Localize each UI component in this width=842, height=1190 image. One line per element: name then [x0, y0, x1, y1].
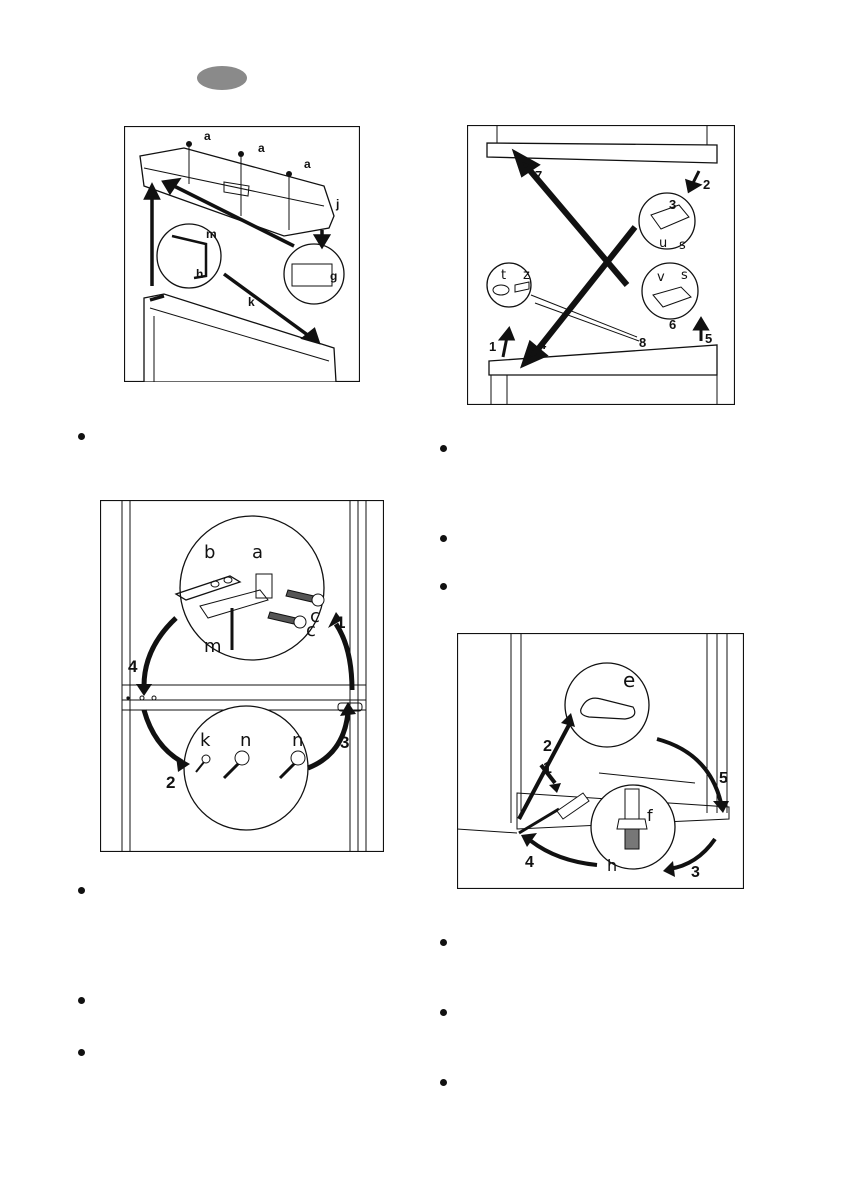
- label-s: s: [679, 238, 686, 253]
- figure-3-drawing: b a c c m k n n 4 2 3 1: [100, 500, 384, 852]
- label-2: 2: [166, 773, 175, 792]
- label-h: h: [607, 856, 617, 875]
- label-a: a: [204, 129, 211, 143]
- figure-middle-hinge: b a c c m k n n 4 2 3 1: [100, 500, 384, 852]
- label-a: a: [304, 157, 311, 171]
- label-3: 3: [340, 733, 349, 752]
- arrow-icon: [141, 616, 355, 771]
- figure-4-drawing: e f h 2 1 5 4 3: [457, 633, 744, 889]
- figure-top-cover-removal: a a a j m h g k: [124, 126, 360, 382]
- label-8: 8: [639, 335, 646, 350]
- label-5: 5: [705, 331, 712, 346]
- bullet: [78, 887, 85, 894]
- screwdriver-icon: [518, 792, 590, 835]
- figure-hinge-transfer: 7 2 3 u s t z v s 6 1 4 8 5: [467, 125, 735, 405]
- bullet: [440, 1009, 447, 1016]
- bullet: [440, 535, 447, 542]
- label-a: a: [258, 141, 265, 155]
- label-2: 2: [543, 738, 552, 755]
- label-1: 1: [336, 613, 345, 632]
- figure-2-drawing: 7 2 3 u s t z v s 6 1 4 8 5: [467, 125, 735, 405]
- detail-circle-clip: [283, 243, 345, 305]
- label-m: m: [204, 636, 222, 657]
- label-3: 3: [669, 197, 676, 212]
- label-k: k: [200, 730, 211, 751]
- screw-icon: [195, 750, 306, 780]
- detail-circle-caps: [486, 262, 532, 308]
- label-m: m: [206, 227, 217, 241]
- label-h: h: [196, 267, 203, 281]
- figure-1-drawing: a a a j m h g k: [124, 126, 360, 382]
- detail-circle-hinge-plate: [179, 515, 325, 661]
- label-4: 4: [539, 337, 547, 352]
- bullet: [78, 1049, 85, 1056]
- bullet: [440, 1079, 447, 1086]
- label-k: k: [248, 295, 255, 309]
- label-2: 2: [703, 177, 710, 192]
- label-1: 1: [489, 339, 496, 354]
- label-4: 4: [525, 854, 534, 871]
- label-5: 5: [719, 770, 728, 787]
- arrow-head-icon: [521, 713, 729, 877]
- label-1: 1: [543, 760, 552, 777]
- label-t: t: [501, 268, 506, 283]
- detail-circle-hinge-bottom: [641, 262, 699, 320]
- bullet: [440, 583, 447, 590]
- label-f: f: [647, 806, 653, 825]
- label-n: n: [240, 730, 251, 751]
- label-v: v: [657, 270, 665, 285]
- label-z: z: [523, 268, 530, 283]
- label-u: u: [659, 236, 667, 251]
- label-g: g: [330, 269, 337, 283]
- screw-icon: [186, 141, 292, 230]
- label-n: n: [292, 730, 303, 751]
- label-s: s: [681, 268, 688, 283]
- label-6: 6: [669, 317, 676, 332]
- arrow-icon: [517, 724, 723, 871]
- detail-circle-cap: [564, 662, 650, 748]
- bullet: [440, 445, 447, 452]
- label-7: 7: [535, 168, 542, 183]
- label-a: a: [252, 542, 263, 563]
- section-badge: [197, 66, 247, 90]
- label-j: j: [335, 197, 339, 211]
- label-3: 3: [691, 864, 700, 881]
- bullet: [78, 997, 85, 1004]
- bolt-icon: [267, 589, 325, 629]
- label-e: e: [623, 668, 635, 692]
- figure-bottom-hinge: e f h 2 1 5 4 3: [457, 633, 744, 889]
- arrow-icon: [143, 177, 332, 345]
- arrow-head-icon: [136, 612, 356, 772]
- label-c: c: [306, 620, 316, 641]
- bullet: [78, 433, 85, 440]
- arrow-icon: [511, 148, 638, 369]
- arrow-icon: [497, 170, 710, 358]
- bullet: [440, 939, 447, 946]
- label-b: b: [204, 542, 215, 563]
- label-c: c: [310, 606, 320, 627]
- label-4: 4: [128, 657, 138, 676]
